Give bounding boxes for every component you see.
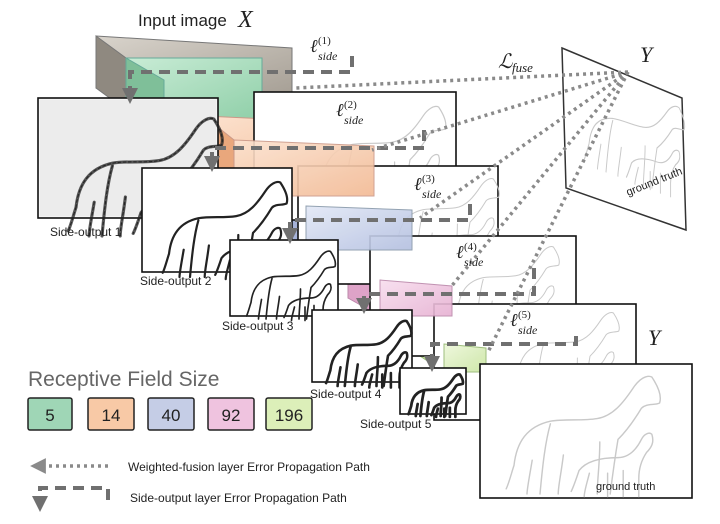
- svg-text:Side-output layer Error Propag: Side-output layer Error Propagation Path: [130, 491, 347, 505]
- side-output-label-1: Side-output 1: [50, 225, 122, 239]
- input-variable: X: [237, 7, 254, 33]
- rf-size-box-5: 5: [27, 397, 73, 431]
- target-variable-bottom: Y: [648, 325, 663, 350]
- side-loss-label-5: ℓ (5) side: [510, 309, 538, 337]
- svg-text:Weighted-fusion layer Error Pr: Weighted-fusion layer Error Propagation …: [128, 460, 370, 474]
- receptive-field-title: Receptive Field Size: [28, 368, 219, 391]
- conv-block-3-front: [305, 205, 413, 251]
- svg-text:side: side: [344, 113, 364, 127]
- legend-weighted-fusion: Weighted-fusion layer Error Propagation …: [30, 458, 370, 474]
- svg-text:ℒ: ℒ: [498, 51, 513, 73]
- svg-text:ℓ: ℓ: [414, 174, 422, 194]
- ground-truth-panel-bottom: ground truth: [479, 363, 693, 499]
- rf-size-box-14: 14: [87, 397, 135, 431]
- svg-text:(4): (4): [464, 241, 477, 253]
- side-output-label-2: Side-output 2: [140, 274, 212, 288]
- svg-text:14: 14: [102, 406, 121, 425]
- side-output-label-5: Side-output 5: [360, 417, 432, 431]
- side-output-error-paths: [122, 56, 578, 372]
- rf-size-box-196: 196: [265, 397, 313, 431]
- svg-text:ℓ: ℓ: [456, 242, 464, 262]
- svg-text:ℓ: ℓ: [310, 36, 318, 56]
- rf-size-box-92: 92: [207, 397, 255, 431]
- ground-truth-label-bottom: ground truth: [596, 481, 655, 493]
- loss-fuse-label: ℒ fuse: [498, 51, 533, 75]
- svg-text:(3): (3): [422, 173, 435, 185]
- side-output-image-5: [399, 367, 467, 419]
- target-variable-top: Y: [640, 42, 655, 67]
- svg-text:(5): (5): [518, 309, 531, 321]
- side-output-image-3: [229, 239, 339, 322]
- input-image-label: Input image: [138, 11, 227, 30]
- svg-text:side: side: [464, 255, 484, 269]
- svg-text:40: 40: [162, 406, 181, 425]
- conv-block-4-front: [379, 279, 453, 317]
- svg-text:(1): (1): [318, 35, 331, 47]
- side-loss-label-3: ℓ (3) side: [414, 173, 442, 201]
- side-loss-label-4: ℓ (4) side: [456, 241, 484, 269]
- side-output-label-4: Side-output 4: [310, 387, 382, 401]
- svg-text:(2): (2): [344, 99, 357, 111]
- svg-text:5: 5: [45, 406, 54, 425]
- svg-text:fuse: fuse: [512, 60, 533, 75]
- svg-text:92: 92: [222, 406, 241, 425]
- legend-side-output: Side-output layer Error Propagation Path: [32, 486, 347, 512]
- svg-text:ℓ: ℓ: [336, 100, 344, 120]
- side-output-image-4: [311, 309, 413, 389]
- rf-size-box-40: 40: [147, 397, 195, 431]
- side-loss-label-1: ℓ (1) side: [310, 35, 338, 63]
- svg-text:side: side: [318, 49, 338, 63]
- svg-text:side: side: [518, 323, 538, 337]
- svg-text:196: 196: [275, 406, 303, 425]
- svg-text:side: side: [422, 187, 442, 201]
- side-loss-label-2: ℓ (2) side: [336, 99, 364, 127]
- svg-text:ℓ: ℓ: [510, 310, 518, 330]
- fused-ground-truth-panel: ground truth: [561, 46, 687, 232]
- weighted-fusion-paths: [295, 70, 630, 353]
- side-output-label-3: Side-output 3: [222, 319, 294, 333]
